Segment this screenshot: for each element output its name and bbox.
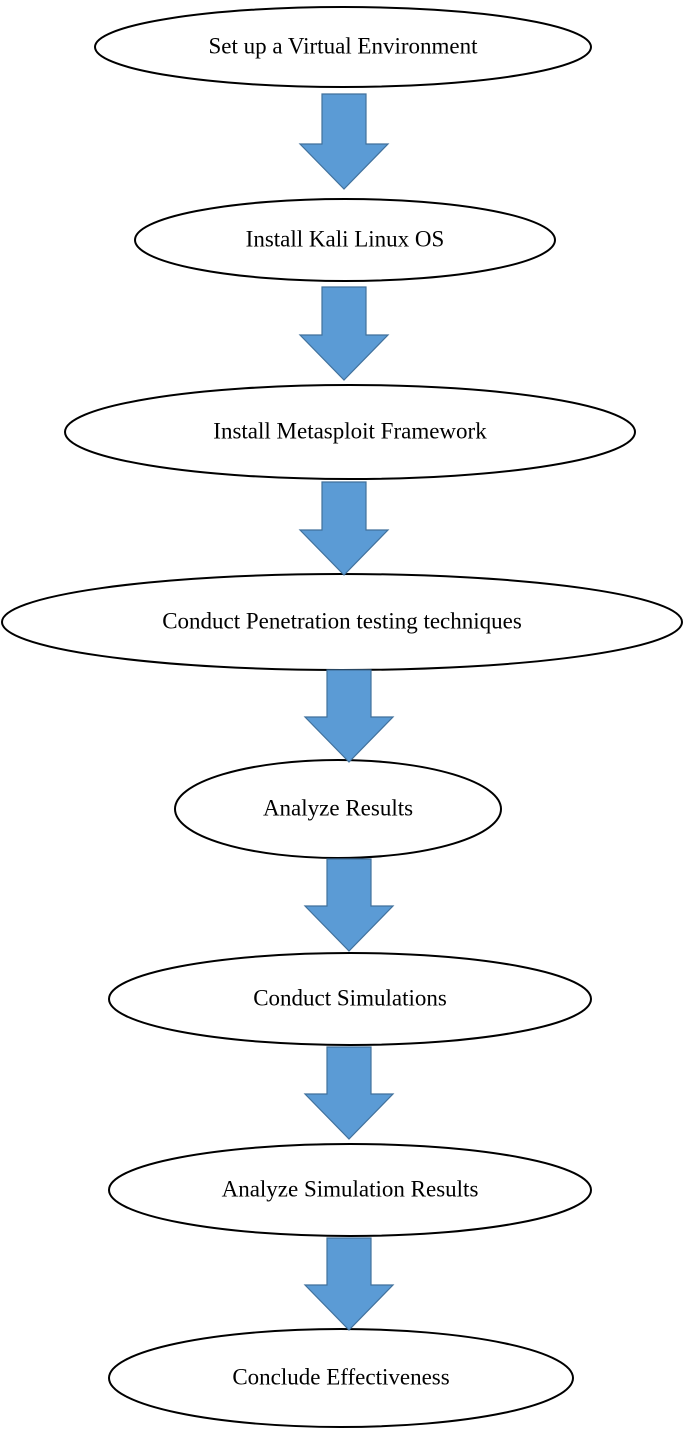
step-label: Install Metasploit Framework: [213, 418, 487, 443]
down-arrow-icon: [303, 858, 395, 952]
flow-step-7: Analyze Simulation Results: [108, 1143, 592, 1237]
step-label: Conclude Effectiveness: [232, 1364, 449, 1389]
step-label: Analyze Simulation Results: [222, 1176, 479, 1201]
step-label: Conduct Penetration testing techniques: [162, 608, 522, 633]
step-ellipse: [108, 952, 592, 1046]
flow-step-1: Set up a Virtual Environment: [94, 6, 592, 88]
down-arrow-icon: [303, 1046, 395, 1140]
step-label: Conduct Simulations: [253, 985, 447, 1010]
step-ellipse: [174, 759, 502, 859]
flow-step-3: Install Metasploit Framework: [64, 384, 636, 480]
step-label: Install Kali Linux OS: [246, 226, 445, 251]
step-ellipse: [94, 6, 592, 88]
flow-step-8: Conclude Effectiveness: [108, 1328, 574, 1428]
step-ellipse: [108, 1328, 574, 1428]
down-arrow-icon: [303, 669, 395, 763]
down-arrow-icon: [298, 93, 390, 190]
step-label: Set up a Virtual Environment: [208, 33, 478, 58]
flow-step-6: Conduct Simulations: [108, 952, 592, 1046]
flow-step-4: Conduct Penetration testing techniques: [1, 573, 683, 671]
step-label: Analyze Results: [263, 795, 413, 820]
flow-step-2: Install Kali Linux OS: [134, 198, 556, 282]
down-arrow-icon: [298, 481, 390, 576]
flow-step-5: Analyze Results: [174, 759, 502, 859]
step-ellipse: [64, 384, 636, 480]
step-ellipse: [134, 198, 556, 282]
step-ellipse: [108, 1143, 592, 1237]
down-arrow-icon: [303, 1237, 395, 1331]
down-arrow-icon: [298, 286, 390, 381]
